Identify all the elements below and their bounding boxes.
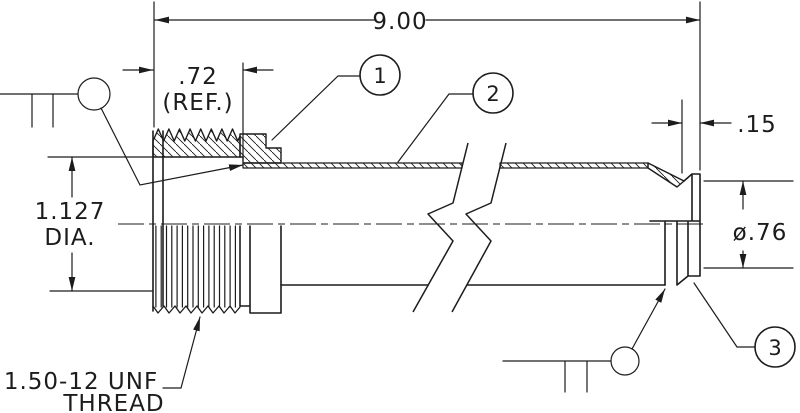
dim-overall-text: 9.00 — [372, 9, 427, 35]
dimensions: 9.00 .72 (REF.) .15 1.127 DIA. ø.76 — [35, 1, 794, 292]
weld-reference-line — [502, 360, 612, 393]
weld-symbol-bottom — [502, 288, 666, 393]
thread-callout-leader — [162, 316, 201, 389]
balloon-number: 1 — [373, 64, 386, 88]
dim-ref-text: .72 — [178, 64, 218, 90]
dim-ref-note-text: (REF.) — [162, 90, 233, 116]
thread-callout: 1.50-12 UNF THREAD — [4, 316, 201, 413]
external-thread-crests — [152, 305, 241, 314]
balloon-number: 3 — [768, 336, 781, 360]
thread-callout-line2: THREAD — [62, 391, 164, 413]
break-line-right — [451, 142, 507, 313]
flange-external-outline — [239, 225, 282, 314]
balloon-leader — [271, 75, 361, 141]
dim-left-dia-value: 1.127 — [35, 199, 106, 225]
external-thread-lines — [155, 225, 236, 308]
weld-all-around-circle — [77, 77, 111, 111]
swage-taper-section — [647, 162, 685, 188]
weld-reference-line — [0, 93, 79, 128]
extension-lines — [47, 1, 794, 292]
balloon-leader — [693, 282, 756, 348]
thread-callout-line1: 1.50-12 UNF — [4, 369, 158, 395]
balloon-2: 2 — [397, 72, 514, 163]
weld-leader-arrow — [631, 288, 666, 350]
weld-symbol-top-left — [0, 77, 244, 186]
break-line-left — [412, 142, 469, 313]
weld-all-around-circle — [610, 346, 640, 376]
flange-section-profile — [239, 133, 282, 164]
tube-wall-section — [242, 162, 649, 169]
balloon-3: 3 — [693, 282, 796, 368]
balloon-circle — [472, 72, 514, 114]
dim-end-text: .15 — [737, 112, 777, 138]
thread-section-profile — [152, 128, 241, 158]
dim-right-dia-text: ø.76 — [733, 220, 788, 246]
fitting-left-edges — [152, 130, 164, 312]
part-section-view — [118, 128, 703, 314]
balloon-number: 2 — [486, 82, 499, 106]
dim-left-dia-label: DIA. — [44, 225, 95, 251]
balloon-1: 1 — [271, 54, 401, 141]
balloon-circle — [754, 326, 796, 368]
end-cap-outline — [649, 173, 701, 286]
balloon-circle — [359, 54, 401, 96]
weld-leader-arrow — [100, 107, 244, 186]
balloon-leader — [397, 93, 474, 163]
